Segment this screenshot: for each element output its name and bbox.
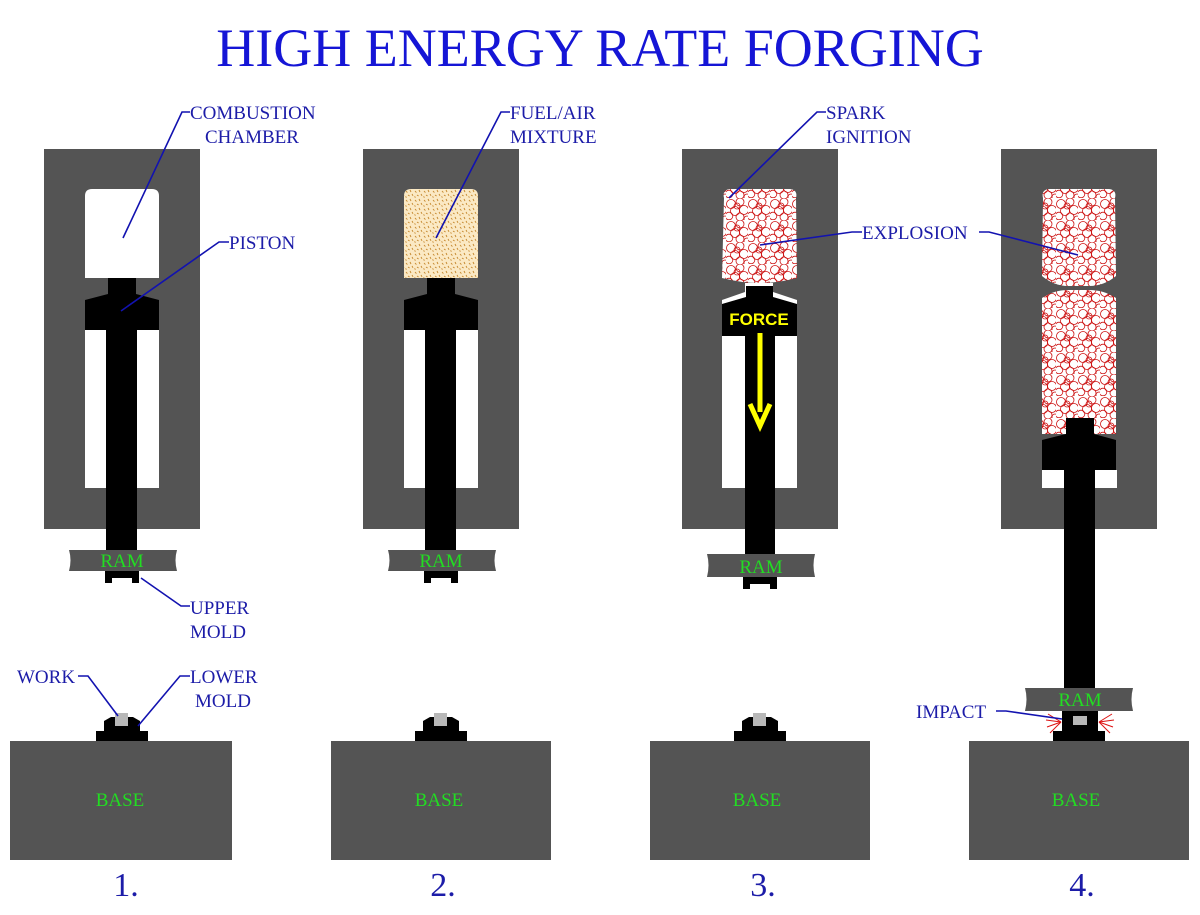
spark-ignition-leader (728, 111, 826, 199)
work-piece (115, 713, 128, 726)
base-label: BASE (733, 790, 782, 811)
lower-mold (1053, 731, 1105, 741)
work-piece (1073, 716, 1087, 725)
lower-mold-leader (137, 675, 190, 727)
combustion-chamber-leader (122, 111, 190, 239)
work-piece (753, 713, 766, 726)
ram-label: RAM (419, 551, 462, 572)
ram-head (69, 550, 177, 571)
stage-3: FORCE RAM BASE 3. SPARK IGNITION (650, 103, 912, 904)
upper-mold (743, 577, 777, 589)
step-number: 4. (1069, 867, 1095, 904)
explosion-chamber (1042, 189, 1116, 434)
step-number: 2. (430, 867, 456, 904)
force-label: FORCE (729, 310, 789, 329)
base-label: BASE (96, 790, 145, 811)
base (331, 741, 551, 860)
lower-mold (96, 731, 148, 741)
upper-mold-label: UPPER MOLD (190, 598, 254, 643)
explosion-label: EXPLOSION (862, 223, 968, 244)
ram-rod (425, 330, 456, 550)
ram-label: RAM (100, 551, 143, 572)
page-title: HIGH ENERGY RATE FORGING (216, 18, 983, 78)
piston-leader (120, 241, 229, 312)
combustion-chamber-label: COMBUSTION CHAMBER (190, 103, 320, 148)
step-number: 3. (750, 867, 776, 904)
ram-label: RAM (1058, 690, 1101, 711)
lower-mold (734, 731, 786, 741)
piston (404, 278, 478, 330)
fuel-air-chamber (404, 189, 478, 280)
ram-head (388, 550, 496, 571)
work-label: WORK (17, 667, 75, 688)
piston (722, 286, 797, 336)
stage-2: RAM BASE 2. FUEL/AIR MIXTURE (331, 103, 600, 904)
fuel-air-mixture-leader (435, 111, 510, 239)
explosion-leader-stage-3 (759, 231, 862, 246)
spark-ignition-label: SPARK IGNITION (826, 103, 912, 148)
upper-mold-leader (140, 577, 190, 607)
upper-mold (105, 571, 139, 583)
base (10, 741, 232, 860)
impact-leader (996, 710, 1063, 720)
stage-4: RAM BASE 4. IMPACT (916, 149, 1189, 904)
lower-mold-label: LOWER MOLD (190, 667, 262, 712)
lower-mold (415, 731, 467, 741)
base (650, 741, 870, 860)
explosion-chamber (722, 189, 797, 283)
ram-rod (106, 330, 137, 550)
ram-head (707, 554, 815, 577)
upper-mold (424, 571, 458, 583)
explosion-leader-stage-4 (979, 231, 1079, 256)
work-leader (78, 675, 119, 717)
force-arrow (747, 333, 773, 433)
ram-rod (1064, 470, 1095, 688)
base-label: BASE (415, 790, 464, 811)
base (969, 741, 1189, 860)
fuel-air-mixture-label: FUEL/AIR MIXTURE (510, 103, 600, 148)
step-number: 1. (113, 867, 139, 904)
piston-label: PISTON (229, 233, 295, 254)
work-piece (434, 713, 447, 726)
ram-head (1025, 688, 1133, 711)
impact-sparks (1045, 713, 1115, 734)
stage-1: RAM BASE 1. COMBUSTION CHAMBER PISTON UP… (10, 103, 320, 904)
ram-label: RAM (739, 557, 782, 578)
impact-label: IMPACT (916, 702, 986, 723)
piston (85, 278, 159, 330)
piston (1042, 418, 1116, 470)
base-label: BASE (1052, 790, 1101, 811)
